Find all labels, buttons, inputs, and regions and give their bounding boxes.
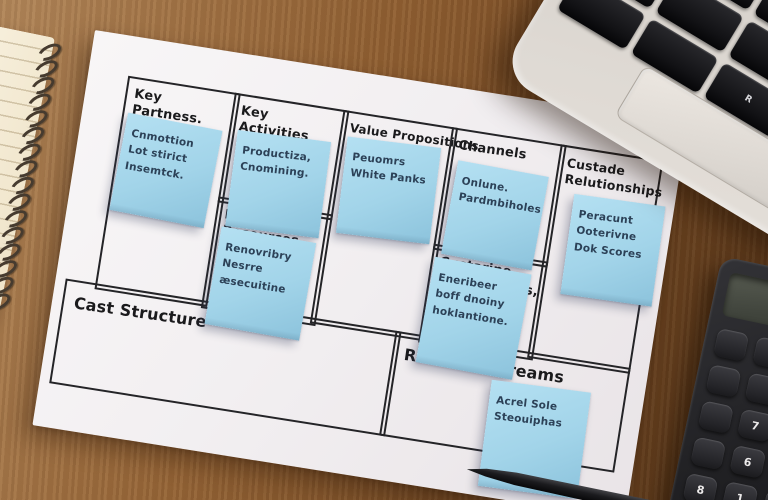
- calculator-key: 6: [729, 444, 766, 479]
- calculator-key: 6: [761, 489, 768, 500]
- laptop-key: [557, 0, 646, 50]
- notebook-spiral-binding: [0, 40, 64, 315]
- calculator-key: [690, 436, 727, 471]
- calculator: 763816/.: [651, 256, 768, 500]
- spiral-notebook: [0, 0, 64, 318]
- calculator-key: [705, 364, 742, 399]
- sticky-note-channels: Onlune.Pardmbiholes: [441, 160, 549, 271]
- calculator-key: [752, 336, 768, 371]
- spiral-ring-icon: [0, 289, 14, 315]
- sticky-note-key-activities: Productiza,Cnomining.: [225, 129, 332, 239]
- calculator-key: 1: [721, 481, 759, 500]
- calculator-key: [713, 327, 750, 362]
- calculator-key: 8: [682, 472, 719, 500]
- calculator-keypad: 763816/.: [675, 327, 768, 500]
- calculator-key: 7: [737, 408, 768, 443]
- calculator-key: [697, 400, 735, 435]
- calculator-key: [744, 372, 768, 407]
